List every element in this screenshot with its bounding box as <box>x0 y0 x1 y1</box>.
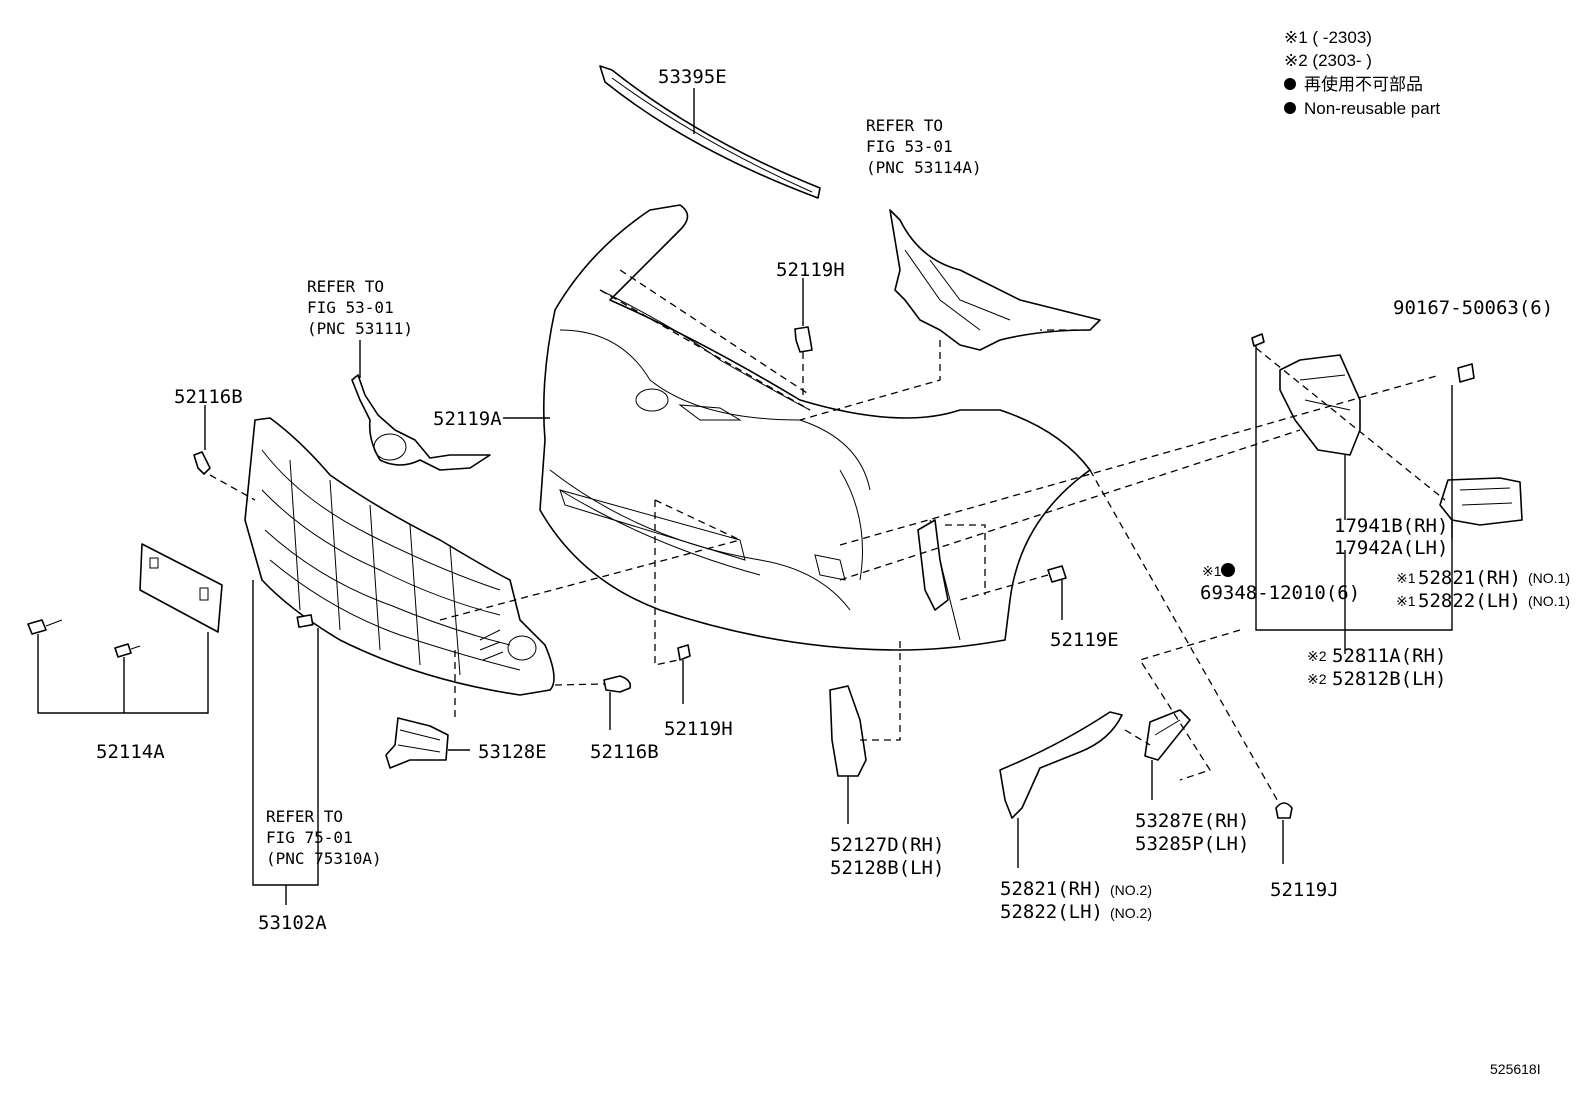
bullet-icon <box>1284 102 1296 114</box>
bracket-53128E[interactable] <box>385 717 449 769</box>
clip-52116B-top[interactable] <box>193 451 211 475</box>
label-52119J[interactable]: 52119J <box>1270 879 1339 901</box>
leader-lines <box>37 88 1453 905</box>
label-52812B[interactable]: 52812B(LH) <box>1332 668 1446 690</box>
label-69348[interactable]: 69348-12010(6) <box>1200 582 1360 604</box>
label-52116B-bottom[interactable]: 52116B <box>590 741 659 763</box>
ref-75310A-line1: REFER TO <box>266 807 343 826</box>
screw-52114A-left[interactable] <box>27 619 63 635</box>
label-53102A[interactable]: 53102A <box>258 912 327 934</box>
mark-69348: ※1 <box>1202 563 1222 579</box>
label-17941B[interactable]: 17941B(RH) <box>1334 515 1448 537</box>
label-52821-no1[interactable]: 52821(RH) <box>1418 567 1521 589</box>
label-53395E[interactable]: 53395E <box>658 66 727 88</box>
reflector-52127D[interactable] <box>829 685 867 777</box>
mark-52811A: ※2 <box>1307 648 1327 664</box>
clip-52116B-bottom[interactable] <box>603 675 632 693</box>
label-52114A[interactable]: 52114A <box>96 741 165 763</box>
legend-nonreusable-en: Non-reusable part <box>1304 99 1440 118</box>
clip-grille[interactable] <box>296 614 314 628</box>
molding-strip-53395E[interactable] <box>599 65 821 199</box>
label-52119A[interactable]: 52119A <box>433 408 502 430</box>
grille-reinforcement-53111[interactable] <box>351 374 491 471</box>
clip-52119J[interactable] <box>1275 802 1293 819</box>
screw-52114A-right[interactable] <box>114 643 141 658</box>
figure-id: 525618I <box>1490 1061 1541 1077</box>
ref-75310A-line2: FIG 75-01 <box>266 828 353 847</box>
pin-69348[interactable] <box>1251 333 1265 347</box>
label-52127D[interactable]: 52127D(RH) <box>830 834 944 856</box>
ref-75310A-line3: (PNC 75310A) <box>266 849 382 868</box>
label-53128E[interactable]: 53128E <box>478 741 547 763</box>
vent-52821-no1[interactable] <box>1439 477 1523 526</box>
bracket-53287E[interactable] <box>1144 709 1191 761</box>
suffix-52821-no2: (NO.2) <box>1110 882 1152 898</box>
mark-52822-no1: ※1 <box>1396 593 1416 609</box>
label-52119H-top[interactable]: 52119H <box>776 259 845 281</box>
side-bracket[interactable] <box>917 519 949 611</box>
license-bracket-52114A[interactable] <box>139 543 223 633</box>
bracket-52821-no2[interactable] <box>999 711 1123 819</box>
legend: ※1 ( -2303) ※2 (2303- ) 再使用不可部品 Non-reus… <box>1284 28 1440 118</box>
clip-52119H-top[interactable] <box>794 326 813 353</box>
label-52116B-top[interactable]: 52116B <box>174 386 243 408</box>
label-52822-no2[interactable]: 52822(LH) <box>1000 901 1103 923</box>
mark-52812B: ※2 <box>1307 671 1327 687</box>
suffix-52821-no1: (NO.1) <box>1528 570 1570 586</box>
ref-53111-line3: (PNC 53111) <box>307 319 413 338</box>
nonreusable-icon <box>1221 563 1235 577</box>
label-53287E[interactable]: 53287E(RH) <box>1135 810 1249 832</box>
legend-note-2: ※2 (2303- ) <box>1284 51 1372 70</box>
mark-52821-no1: ※1 <box>1396 570 1416 586</box>
label-90167[interactable]: 90167-50063(6) <box>1393 297 1553 319</box>
clip-52119E[interactable] <box>1047 565 1067 583</box>
label-52822-no1[interactable]: 52822(LH) <box>1418 590 1521 612</box>
ref-53114A-line1: REFER TO <box>866 116 943 135</box>
legend-nonreusable-jp: 再使用不可部品 <box>1304 74 1423 94</box>
ref-53111-line1: REFER TO <box>307 277 384 296</box>
label-52128B[interactable]: 52128B(LH) <box>830 857 944 879</box>
bumper-cover-52119A[interactable] <box>539 204 1091 651</box>
label-52119E[interactable]: 52119E <box>1050 629 1119 651</box>
legend-note-1: ※1 ( -2303) <box>1284 28 1372 47</box>
suffix-52822-no1: (NO.1) <box>1528 593 1570 609</box>
ref-53114A-line3: (PNC 53114A) <box>866 158 982 177</box>
clip-52119H-bottom[interactable] <box>677 644 691 661</box>
radiator-grille-53102A[interactable] <box>244 417 555 696</box>
duct-17941B[interactable] <box>1279 354 1361 456</box>
suffix-52822-no2: (NO.2) <box>1110 905 1152 921</box>
bullet-icon <box>1284 78 1296 90</box>
labels: 53395E REFER TO FIG 53-01 (PNC 53114A) 5… <box>96 66 1570 1077</box>
label-52811A[interactable]: 52811A(RH) <box>1332 645 1446 667</box>
label-52119H-bottom[interactable]: 52119H <box>664 718 733 740</box>
ref-53114A-line2: FIG 53-01 <box>866 137 953 156</box>
label-17942A[interactable]: 17942A(LH) <box>1334 537 1448 559</box>
bolt-90167[interactable] <box>1457 363 1475 383</box>
label-52821-no2[interactable]: 52821(RH) <box>1000 878 1103 900</box>
ref-53111-line2: FIG 53-01 <box>307 298 394 317</box>
upper-bracket[interactable] <box>889 209 1101 351</box>
label-53285P[interactable]: 53285P(LH) <box>1135 833 1249 855</box>
